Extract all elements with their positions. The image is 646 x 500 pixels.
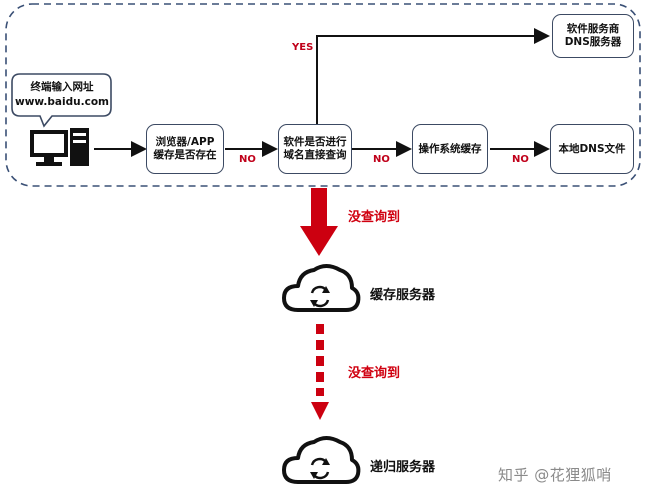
- watermark: 知乎 @花狸狐哨: [498, 466, 612, 484]
- node-browser-cache-label: 浏览器/APP缓存是否存在: [153, 136, 217, 161]
- node-local-dns-file: 本地DNS文件: [550, 124, 634, 174]
- node-os-cache: 操作系统缓存: [412, 124, 488, 174]
- node-software-direct-query: 软件是否进行域名直接查询: [278, 124, 352, 174]
- computer-icon: [30, 128, 89, 166]
- cloud-sync-icon: [282, 436, 361, 484]
- recursive-server-label: 递归服务器: [370, 460, 436, 475]
- node-vendor-dns-server-label: 软件服务商DNS服务器: [564, 23, 622, 48]
- cache-server-label: 缓存服务器: [370, 288, 436, 303]
- cloud-sync-icon: [282, 264, 361, 312]
- red-arrow-to-cache-server: [300, 188, 338, 256]
- query-miss-label-2: 没查询到: [348, 366, 401, 381]
- arrow-yes-to-vendor-dns: [316, 28, 550, 124]
- terminal-callout-line2: www.baidu.com: [15, 96, 109, 108]
- local-resolution-boundary: [5, 3, 641, 187]
- node-software-direct-query-label: 软件是否进行域名直接查询: [283, 136, 347, 161]
- terminal-callout: 终端输入网址 www.baidu.com: [14, 80, 110, 110]
- edge-label-no-2: NO: [373, 154, 390, 165]
- node-os-cache-label: 操作系统缓存: [418, 142, 482, 155]
- query-miss-label-1: 没查询到: [348, 210, 401, 225]
- red-dashed-arrow-to-recursive-server: [311, 324, 329, 420]
- edge-label-yes: YES: [292, 42, 314, 53]
- node-browser-cache: 浏览器/APP缓存是否存在: [146, 124, 224, 174]
- node-local-dns-file-label: 本地DNS文件: [558, 142, 626, 155]
- node-vendor-dns-server: 软件服务商DNS服务器: [552, 14, 634, 58]
- edge-label-no-1: NO: [239, 154, 256, 165]
- edge-label-no-3: NO: [512, 154, 529, 165]
- terminal-callout-bubble: [11, 73, 112, 128]
- terminal-callout-line1: 终端输入网址: [30, 81, 94, 93]
